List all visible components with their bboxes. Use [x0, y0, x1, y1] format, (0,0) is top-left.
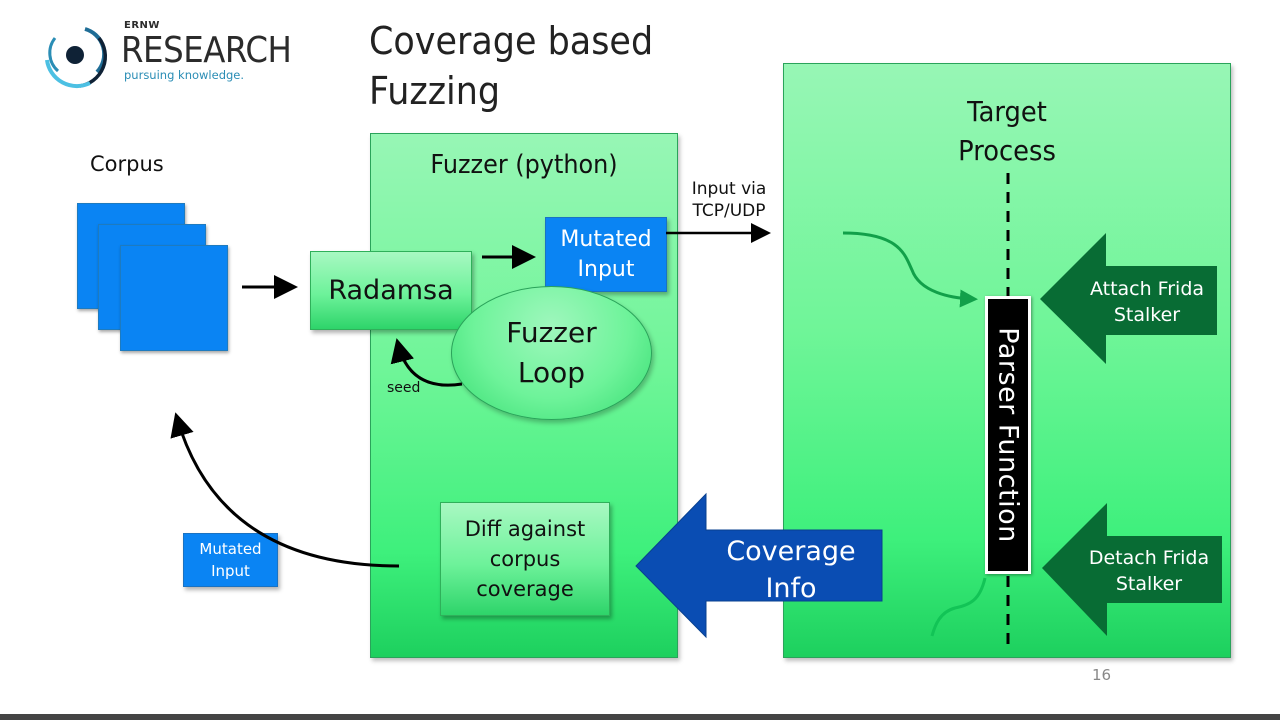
diff-line2: corpus: [489, 547, 561, 571]
seed-label: seed: [387, 380, 421, 396]
feedback-mutated-line2: Input: [211, 562, 250, 580]
detach-frida-arrow: [1042, 503, 1222, 636]
feedback-mutated-input-box: Mutated Input: [183, 533, 278, 587]
feedback-mutated-line1: Mutated: [199, 540, 262, 558]
slide-title-line2: Fuzzing: [369, 69, 501, 113]
flow-out-arrow: [930, 577, 987, 637]
diff-coverage-box: Diff against corpus coverage: [440, 502, 610, 616]
slide-title: Coverage based Fuzzing: [369, 16, 653, 116]
corpus-file-3: [120, 245, 228, 351]
target-panel-title: Target Process: [802, 92, 1212, 170]
coverage-info-label: Coverage Info: [700, 533, 882, 607]
diff-line3: coverage: [476, 577, 574, 601]
slide-title-line1: Coverage based: [369, 19, 654, 63]
diff-line1: Diff against: [464, 517, 586, 541]
logo-tagline: pursuing knowledge.: [124, 68, 245, 82]
attach-line2: Stalker: [1113, 304, 1181, 326]
parser-function-label: Parser Function: [992, 327, 1024, 543]
detach-line1: Detach Frida: [1088, 547, 1210, 569]
bottom-bar: [0, 714, 1280, 720]
transport-line2: TCP/UDP: [692, 201, 766, 221]
target-title-line1: Target: [967, 95, 1047, 128]
parser-function-box: Parser Function: [985, 296, 1031, 574]
logo-name: RESEARCH: [121, 30, 292, 71]
feedback-arrow: [170, 412, 400, 568]
flow-in-arrow: [842, 231, 978, 308]
fuzzer-loop-line2: Loop: [517, 356, 586, 389]
attach-frida-arrow: [1040, 233, 1217, 364]
transport-label: Input via TCP/UDP: [682, 178, 776, 222]
target-title-line2: Process: [958, 134, 1056, 167]
fuzzer-loop-ellipse: Fuzzer Loop: [451, 286, 652, 420]
coverage-info-arrow: [635, 492, 883, 639]
detach-frida-label: Detach Frida Stalker: [1082, 545, 1216, 597]
radamsa-box: Radamsa: [310, 251, 472, 330]
page-number: 16: [1092, 666, 1112, 684]
mutated-input-box: Mutated Input: [545, 217, 667, 292]
mutated-input-line2: Input: [577, 256, 635, 282]
transport-line1: Input via: [691, 179, 767, 199]
corpus-label: Corpus: [90, 152, 164, 176]
mutated-input-line1: Mutated: [560, 226, 652, 252]
coverage-info-line1: Coverage: [726, 536, 856, 567]
coverage-info-line2: Info: [765, 573, 817, 604]
attach-line1: Attach Frida: [1089, 278, 1205, 300]
detach-line2: Stalker: [1115, 573, 1183, 595]
attach-frida-label: Attach Frida Stalker: [1080, 276, 1214, 328]
logo-company: ERNW: [124, 20, 160, 31]
fuzzer-panel-title: Fuzzer (python): [430, 150, 618, 180]
fuzzer-loop-line1: Fuzzer: [506, 316, 597, 349]
seed-arrow: [390, 338, 463, 387]
